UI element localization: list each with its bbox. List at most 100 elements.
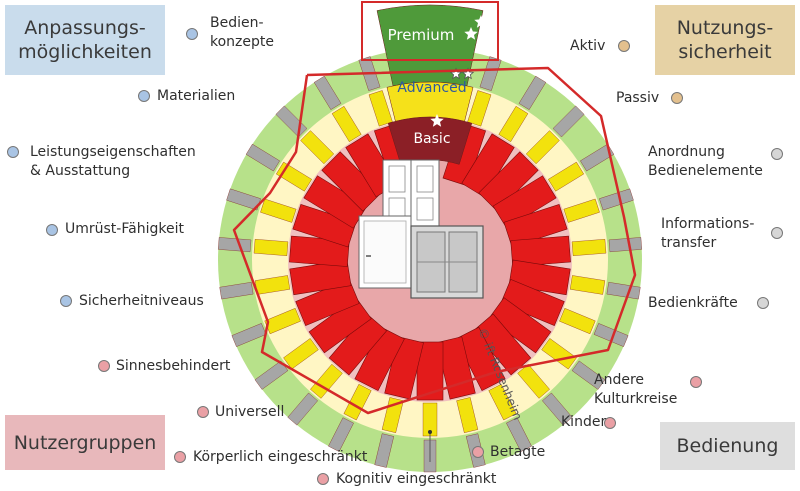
spoke — [442, 56, 502, 187]
spoke-gray — [219, 282, 254, 300]
profile-line — [232, 66, 637, 415]
criterion-dot-aktiv — [618, 40, 630, 52]
spoke-yellow — [569, 275, 606, 295]
spoke-gray — [580, 143, 615, 172]
level-basic-text: Basic — [413, 131, 450, 147]
criterion-dot-koerperlich — [174, 451, 186, 463]
door-panel — [416, 197, 434, 221]
criterion-label-bedienkraefte: Bedienkräfte — [648, 295, 738, 311]
spoke — [287, 313, 388, 426]
criterion-label-bedienkonzepte: Bedien- konzepte — [210, 15, 274, 50]
spoke-yellow — [368, 90, 393, 127]
criterion-dot-kulturkreise — [690, 376, 702, 388]
criterion-dot-betagte — [472, 446, 484, 458]
spoke-yellow — [260, 198, 297, 223]
criterion-label-kognitiv: Kognitiv eingeschränkt — [336, 471, 497, 487]
criterion-dot-bedienkraefte — [757, 297, 769, 309]
criterion-label-passiv: Passiv — [616, 90, 660, 106]
criterion-dot-informationstransfer — [771, 227, 783, 239]
spoke-gray — [518, 75, 547, 110]
spoke-yellow — [517, 363, 550, 399]
spoke-gray — [593, 323, 629, 347]
criterion-dot-universell — [197, 406, 209, 418]
spoke — [455, 326, 532, 452]
corner-user-groups: Nutzergruppen — [5, 415, 165, 470]
criterion-label-universell: Universell — [215, 404, 285, 420]
spoke — [510, 235, 642, 267]
door-panel — [388, 165, 406, 193]
advanced-star-icon — [449, 67, 463, 80]
spoke-yellow — [467, 90, 492, 127]
criterion-dot-umruest — [46, 224, 58, 236]
premium-star-icon — [464, 26, 478, 40]
criterion-label-kulturkreise: Andere Kulturkreise — [594, 372, 678, 407]
spoke-gray — [231, 323, 267, 347]
spoke-gray — [218, 237, 252, 253]
door-panel — [416, 165, 434, 193]
spoke — [472, 313, 573, 426]
criterion-label-anordnung: Anordnung Bedienelemente — [648, 144, 763, 179]
criterion-dot-kognitiv — [317, 473, 329, 485]
criterion-label-umruest: Umrüst-Fähigkeit — [65, 221, 184, 237]
criterion-dot-kinder — [604, 417, 616, 429]
spoke-yellow — [548, 161, 584, 192]
criterion-label-sicherheitniveaus: Sicherheitniveaus — [79, 293, 204, 309]
spoke-gray — [571, 360, 606, 390]
spoke-yellow — [343, 384, 372, 421]
criterion-label-leistungseigenschaften: Leistungseigenschaften & Ausstattung — [30, 144, 196, 179]
spoke-yellow — [456, 397, 479, 433]
criterion-label-betagte: Betagte — [490, 444, 546, 460]
single-door-panel — [363, 220, 407, 284]
spoke-gray — [599, 188, 634, 211]
spoke-gray — [313, 75, 342, 110]
spoke — [488, 297, 606, 390]
spoke — [328, 326, 405, 452]
premium-star-icon — [474, 14, 488, 28]
criterion-dot-anordnung — [771, 148, 783, 160]
criterion-label-koerperlich: Körperlich eingeschränkt — [193, 449, 368, 465]
spoke — [219, 259, 352, 300]
spoke-yellow — [253, 239, 289, 256]
spoke-yellow — [571, 239, 607, 256]
spoke-gray — [552, 105, 585, 138]
spoke — [500, 278, 629, 347]
criterion-label-aktiv: Aktiv — [570, 38, 606, 54]
criterion-label-kinder: Kinder — [561, 414, 607, 430]
spoke-yellow — [563, 198, 600, 223]
spoke — [503, 188, 634, 248]
spoke-gray — [479, 56, 502, 91]
corner-safety: Nutzungs- sicherheit — [655, 5, 795, 75]
criterion-dot-bedienkonzepte — [186, 28, 198, 40]
spoke-yellow — [283, 338, 319, 370]
criterion-dot-leistungseigenschaften — [7, 146, 19, 158]
criterion-label-sinnesbehindert: Sinnesbehindert — [116, 358, 231, 374]
spoke-gray — [374, 433, 394, 468]
advanced-star-icon — [461, 67, 475, 80]
criterion-dot-sinnesbehindert — [98, 360, 110, 372]
basic-star-icon — [430, 113, 444, 127]
level-premium-text: Premium — [388, 26, 455, 44]
spoke — [218, 235, 350, 267]
spoke-yellow — [310, 363, 343, 399]
spoke — [436, 336, 486, 468]
spoke — [492, 143, 615, 229]
spoke-yellow — [331, 106, 362, 142]
spoke-gray — [245, 143, 280, 172]
spoke — [416, 341, 444, 473]
spoke-gray — [542, 392, 573, 426]
spoke — [461, 75, 547, 198]
criterion-label-informationstransfer: Informations- transfer — [661, 216, 755, 251]
spoke — [374, 336, 424, 468]
spoke-yellow — [488, 384, 517, 421]
criterion-label-materialien: Materialien — [157, 88, 236, 104]
criterion-dot-passiv — [671, 92, 683, 104]
premium-highlight-box — [361, 1, 499, 61]
spoke-yellow — [300, 130, 335, 165]
premium-star-icon — [478, 27, 492, 41]
spoke-yellow — [559, 308, 596, 335]
spoke — [254, 297, 372, 390]
spoke-gray — [328, 417, 354, 452]
corner-adaptability: Anpassungs- möglichkeiten — [5, 5, 165, 75]
